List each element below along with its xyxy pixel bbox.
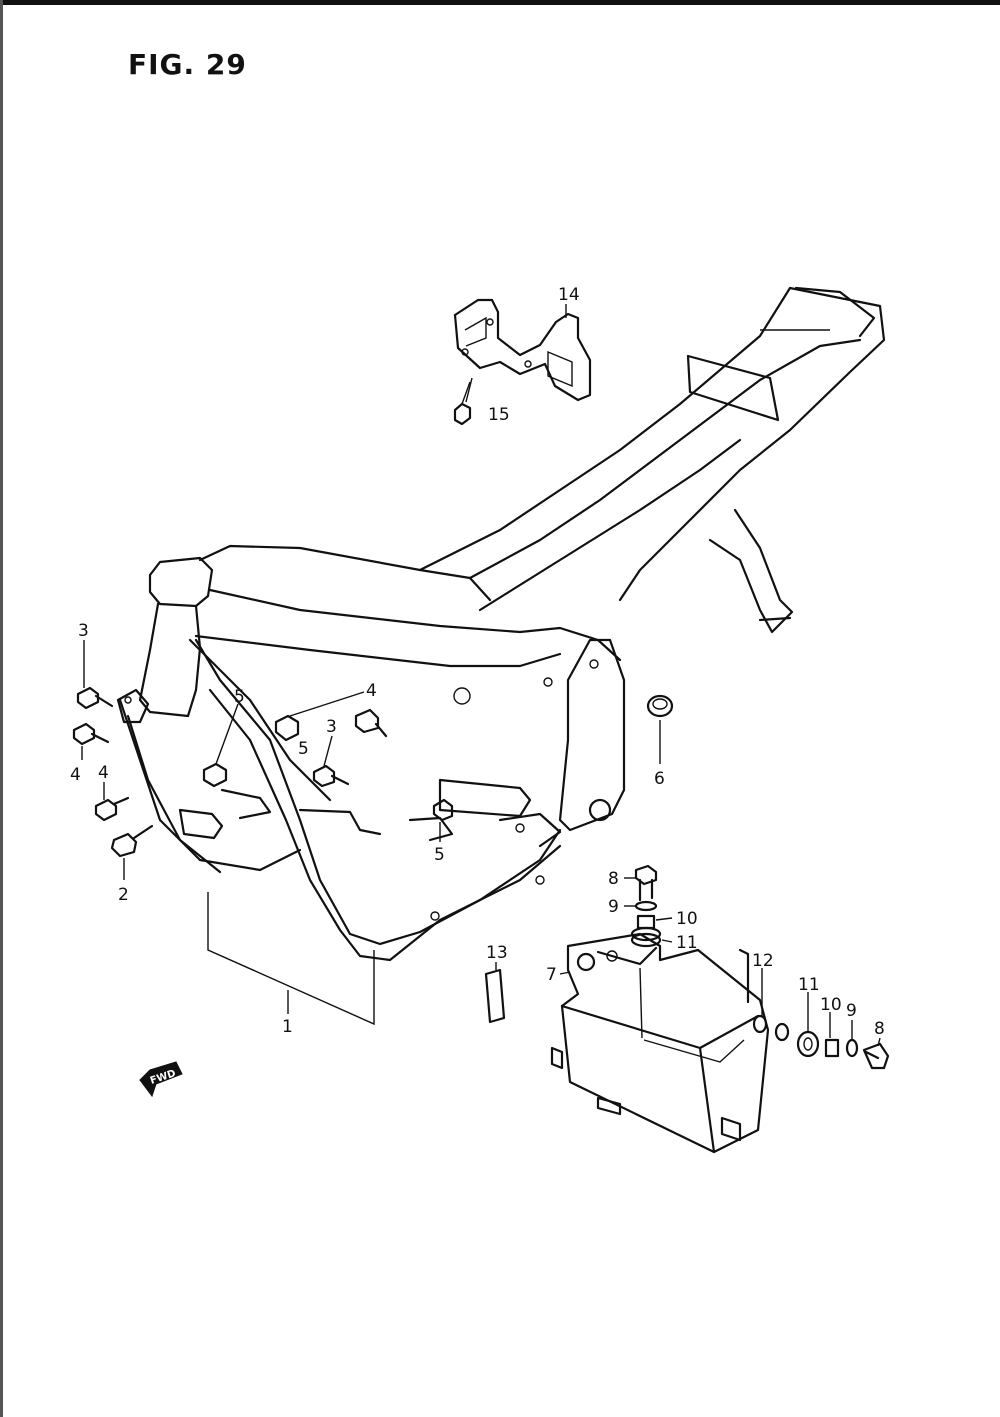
- nut-5-left: [202, 762, 228, 788]
- callout-4-lower: 4: [98, 763, 109, 783]
- bolt-8-upper: [634, 864, 658, 902]
- callout-3-left: 3: [78, 621, 89, 641]
- callout-labels: 14 15 3 5 4 3 5 4 4 6 5 2 1 8 9 10 11 13…: [70, 285, 885, 1039]
- bolt-8-side: [862, 1042, 890, 1070]
- grommet-11-upper: [630, 926, 662, 948]
- collar-10-upper: [636, 914, 656, 930]
- main-frame: [116, 286, 886, 962]
- callout-1: 1: [282, 1017, 293, 1037]
- collar-10-side: [824, 1038, 840, 1058]
- nut-5-right: [432, 798, 454, 822]
- battery-case-7: [550, 932, 770, 1154]
- callout-13: 13: [486, 943, 508, 963]
- bolt-4-lower-left: [94, 796, 130, 822]
- spacer-13: [484, 968, 506, 1024]
- nut-5-mid: [274, 714, 300, 742]
- callout-9-upper: 9: [608, 897, 619, 917]
- figure-title: FIG. 29: [128, 48, 247, 81]
- callout-9-side: 9: [846, 1001, 857, 1021]
- callout-10-side: 10: [820, 995, 842, 1015]
- callout-12: 12: [752, 951, 774, 971]
- forward-direction-arrow: FWD: [139, 1061, 183, 1098]
- bolt-3-mid: [312, 764, 350, 788]
- callout-15: 15: [488, 405, 510, 425]
- callout-4-mid: 4: [366, 681, 377, 701]
- callout-2: 2: [118, 885, 129, 905]
- washer-9-side: [845, 1038, 859, 1058]
- bolt-4-mid: [354, 708, 388, 738]
- callout-14: 14: [558, 285, 580, 305]
- callout-5-left: 5: [234, 687, 245, 707]
- bolt-15: [453, 381, 472, 426]
- callout-11-side: 11: [798, 975, 820, 995]
- bolt-4-left: [72, 722, 110, 746]
- callout-3-mid: 3: [326, 717, 337, 737]
- callout-8-side: 8: [874, 1019, 885, 1039]
- callout-7: 7: [546, 965, 557, 985]
- plug-6: [646, 694, 674, 718]
- page-top-edge: [0, 0, 1000, 5]
- bolt-3-left: [76, 686, 114, 710]
- callout-10-upper: 10: [676, 909, 698, 929]
- callout-6: 6: [654, 769, 665, 789]
- grommet-12: [752, 1014, 790, 1042]
- callout-4-left: 4: [70, 765, 81, 785]
- callout-5-right: 5: [434, 845, 445, 865]
- frame-callout-bracket: [207, 892, 375, 1026]
- grommet-11-side: [796, 1030, 820, 1058]
- washer-9-upper: [634, 900, 658, 912]
- page-left-edge: [0, 0, 3, 1417]
- callout-8-upper: 8: [608, 869, 619, 889]
- bracket-14: [453, 298, 592, 402]
- leader-lines: [81, 304, 881, 1047]
- callout-11-upper: 11: [676, 933, 698, 953]
- bolt-2: [110, 824, 154, 858]
- callout-5-mid: 5: [298, 739, 309, 759]
